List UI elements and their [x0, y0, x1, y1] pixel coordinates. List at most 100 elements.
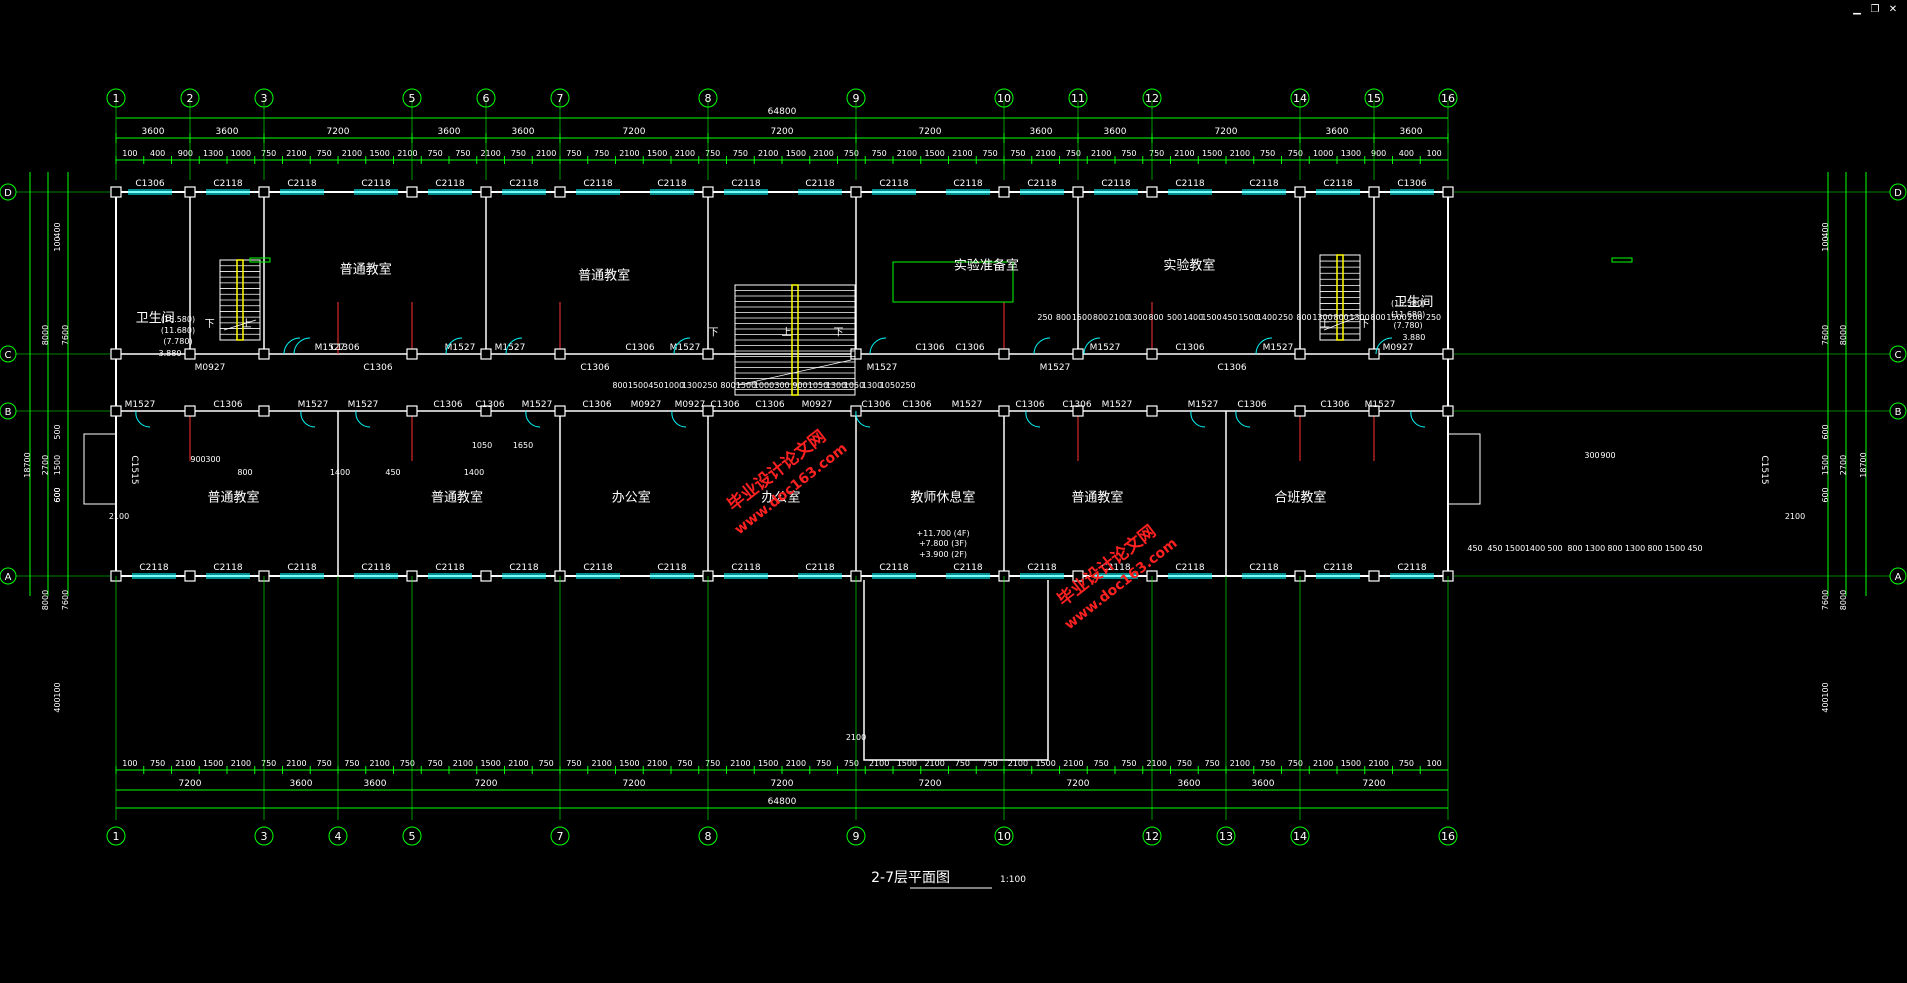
axis-bubble	[1290, 88, 1310, 108]
dimension-detail: 2100	[647, 759, 667, 768]
window-label: C1306	[1397, 179, 1426, 189]
window-label: C2118	[1175, 179, 1204, 189]
misc-dimension: 2100	[109, 512, 129, 521]
dimension-bay: 3600	[438, 127, 461, 137]
window-label: C2118	[287, 179, 316, 189]
dimension-right: 18700	[1859, 452, 1868, 477]
dimension-detail: 1500	[924, 149, 944, 158]
column	[998, 348, 1010, 360]
door-swing	[1255, 337, 1273, 355]
axis-label-top: 10	[997, 92, 1011, 105]
dimension-detail: 2100	[619, 149, 639, 158]
column	[480, 570, 492, 582]
dimension-detail: 750	[150, 759, 165, 768]
dimension-left: 400	[53, 222, 62, 237]
corridor-dimension: 250	[702, 381, 717, 390]
minimize-icon[interactable]: ▁	[1853, 4, 1861, 15]
window-d	[650, 189, 694, 195]
dimension-detail: 750	[1121, 149, 1136, 158]
window-label: C1306	[135, 179, 164, 189]
dimension-detail: 1500	[480, 759, 500, 768]
axis-bubble	[994, 88, 1014, 108]
axis-label-left: A	[5, 572, 12, 583]
corridor-dimension: 2100	[1109, 313, 1129, 322]
column	[1072, 186, 1084, 198]
window-a	[502, 573, 546, 579]
window-label: C2118	[731, 563, 760, 573]
door-window-label: C1306	[1175, 343, 1204, 353]
column	[998, 186, 1010, 198]
dimension-right: 8000	[1839, 590, 1848, 610]
axis-label-bottom: 12	[1145, 830, 1159, 843]
dimension-right: 100	[1821, 682, 1830, 697]
window-d	[502, 189, 546, 195]
elevation-mark: (11.680)	[1391, 310, 1425, 319]
column	[184, 570, 196, 582]
window-d	[872, 189, 916, 195]
window-a	[428, 573, 472, 579]
axis-bubble	[106, 826, 126, 846]
window-d	[798, 189, 842, 195]
axis-label-bottom: 7	[557, 830, 564, 843]
close-icon[interactable]: ✕	[1888, 4, 1898, 15]
dimension-detail: 100	[1426, 759, 1441, 768]
corridor-dimension: 1300	[1585, 544, 1605, 553]
dimension-bay: 3600	[512, 127, 535, 137]
dimension-bay: 3600	[1178, 779, 1201, 789]
door-swing	[1190, 410, 1206, 428]
axis-label-top: 3	[261, 92, 268, 105]
dimension-detail: 2100	[1008, 759, 1028, 768]
dimension-detail: 750	[1260, 149, 1275, 158]
axis-label-right: C	[1895, 350, 1902, 361]
column	[480, 348, 492, 360]
corridor-dimension: 1050	[844, 381, 864, 390]
axis-bubble	[106, 88, 126, 108]
dimension-bay: 3600	[290, 779, 313, 789]
axis-label-right: B	[1895, 407, 1902, 418]
dimension-detail: 750	[344, 759, 359, 768]
axis-bubble	[698, 88, 718, 108]
dimension-detail: 2100	[480, 149, 500, 158]
dimension-detail: 2100	[453, 759, 473, 768]
corridor-dimension: 1500	[1665, 544, 1685, 553]
side-window-label: C1515	[129, 455, 139, 484]
restore-icon[interactable]: ❐	[1870, 4, 1880, 15]
dimension-detail: 750	[1399, 759, 1414, 768]
window-a	[872, 573, 916, 579]
dimension-bay: 3600	[1030, 127, 1053, 137]
dimension-detail: 750	[1093, 759, 1108, 768]
column	[702, 186, 714, 198]
corridor-dimension: 900	[792, 381, 807, 390]
axis-label-bottom: 16	[1441, 830, 1455, 843]
door-window-label: M1527	[1188, 400, 1219, 410]
dimension-bay: 7200	[771, 779, 794, 789]
corridor-dimension: 450	[1222, 313, 1237, 322]
dimension-bay: 7200	[1363, 779, 1386, 789]
floor-level: +3.900 (2F)	[919, 550, 967, 559]
corridor-dimension: 450	[648, 381, 663, 390]
window-label: C2118	[1323, 563, 1352, 573]
column	[258, 348, 270, 360]
misc-dimension: 300	[205, 455, 220, 464]
elevation-mark: (15.580)	[1391, 299, 1425, 308]
dimension-detail: 1000	[231, 149, 251, 158]
column	[406, 186, 418, 198]
window-label: C2118	[509, 179, 538, 189]
dimension-detail: 2100	[536, 149, 556, 158]
corridor-dimension: 1000	[754, 381, 774, 390]
corridor-dimension: 200	[1407, 313, 1422, 322]
stair-handrail	[1336, 254, 1344, 341]
window-label: C2118	[657, 179, 686, 189]
window-label: C2118	[805, 179, 834, 189]
dimension-detail: 750	[316, 149, 331, 158]
dimension-detail: 1500	[786, 149, 806, 158]
door-window-label: M1527	[445, 343, 476, 353]
dimension-detail: 2100	[1174, 149, 1194, 158]
misc-dimension: 1400	[330, 468, 350, 477]
room-label: 实验教室	[1163, 258, 1215, 274]
door-window-label: M1527	[952, 400, 983, 410]
column	[1368, 186, 1380, 198]
window-label: C2118	[1249, 179, 1278, 189]
